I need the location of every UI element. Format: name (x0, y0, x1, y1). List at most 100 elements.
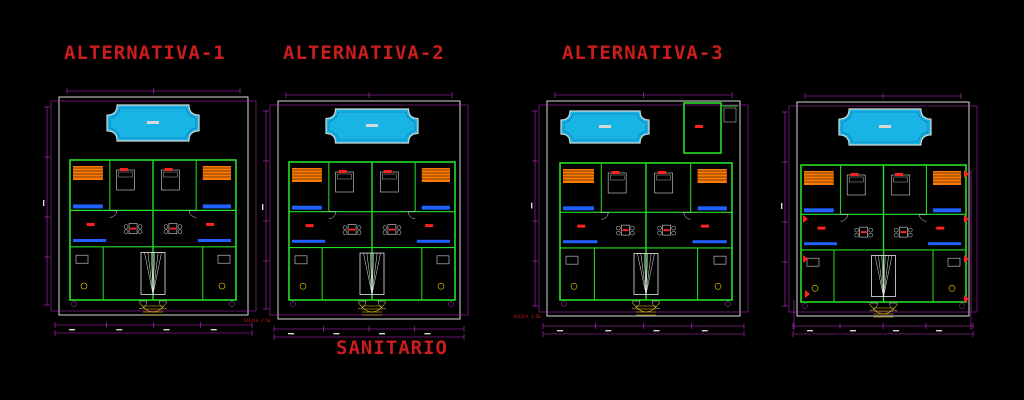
chair (342, 225, 348, 230)
stair-step-line (637, 253, 647, 295)
chair (177, 224, 183, 229)
lamp (80, 282, 88, 290)
plant (959, 303, 965, 309)
plumbing-marker (803, 255, 808, 263)
tile-strip (933, 208, 962, 213)
title-alternativa-1: ALTERNATIVA-1 (64, 42, 226, 64)
dimension-text (210, 329, 217, 331)
tile-strip (692, 240, 727, 244)
bed (116, 169, 135, 191)
tile-strip (292, 205, 322, 210)
room-label-mark (701, 224, 710, 228)
table-mark (169, 227, 176, 230)
door-swing-arc (188, 210, 197, 218)
dining-table (662, 224, 671, 236)
dimension-text (893, 330, 899, 332)
wc (723, 107, 737, 123)
bed (607, 172, 627, 194)
dining-table (387, 224, 397, 235)
dimension-text (333, 333, 340, 335)
entry-arc (357, 301, 387, 313)
door-swing-arc (651, 300, 661, 310)
stair-step-line (147, 252, 154, 295)
plant (725, 301, 731, 307)
dimension-text (424, 333, 431, 335)
stair-step-line (366, 253, 373, 295)
plumbing-marker (964, 215, 969, 223)
pool-inner-line (841, 111, 929, 143)
stair-step-line (144, 252, 154, 295)
bed (161, 169, 180, 191)
chair (123, 229, 129, 234)
tile-strip (73, 204, 103, 209)
hatched-block (421, 168, 451, 182)
stair-step-line (640, 253, 647, 295)
lamp (948, 284, 956, 292)
plumbing-marker (805, 290, 810, 298)
dimension-text (781, 203, 783, 209)
title-alternativa-2: ALTERNATIVA-2 (283, 42, 445, 64)
chair (396, 225, 402, 230)
chair (908, 232, 913, 238)
pillow (337, 173, 352, 180)
door-swing-arc (631, 300, 641, 310)
room-label-mark (164, 168, 173, 171)
chair (630, 230, 635, 236)
door-swing-arc (407, 211, 416, 219)
stair-step-line (363, 253, 373, 295)
table-mark (663, 229, 670, 232)
tile-strip (697, 206, 727, 211)
lamp (811, 284, 819, 292)
plant (561, 301, 567, 307)
chair (137, 224, 143, 229)
sofa (217, 254, 231, 264)
dimension-text (288, 333, 294, 335)
door-swing-arc (869, 302, 878, 312)
dining-table (347, 224, 357, 235)
dimension-text (43, 200, 45, 206)
chair (671, 225, 676, 231)
pool-inner-line (563, 113, 647, 141)
stair-step-line (883, 255, 889, 297)
room-label-mark (895, 173, 904, 176)
dimension-text (936, 330, 942, 332)
chair (854, 232, 859, 238)
scale-note-1: ESCALA 1:50 (244, 318, 271, 323)
room-label-mark (850, 173, 859, 176)
door-swing-arc (158, 300, 168, 310)
lamp (437, 282, 445, 290)
room-label-mark (936, 226, 945, 230)
dimension-frame (788, 105, 978, 313)
plant (802, 303, 808, 309)
chair (137, 229, 143, 234)
chair (671, 230, 676, 236)
table-mark (388, 228, 395, 231)
stair-step-line (883, 255, 893, 297)
plumbing-marker (964, 255, 969, 263)
room-label-mark (338, 170, 347, 173)
room-label-mark (86, 223, 95, 226)
pillow (849, 176, 864, 183)
scale-note-2: ESCALA 1:50 (514, 314, 541, 319)
chair (908, 227, 913, 233)
garage-wall (683, 102, 722, 154)
room-label-mark (611, 171, 620, 174)
hatched-block (933, 171, 962, 185)
stair-step-line (152, 252, 159, 295)
chair (868, 232, 873, 238)
room-label-mark (425, 224, 434, 228)
sofa (436, 255, 450, 265)
plumbing-marker (964, 170, 969, 178)
pool-label-mark (879, 125, 891, 128)
title-sanitario: SANITARIO (336, 337, 448, 359)
pool-inner-line (109, 107, 197, 139)
sofa (806, 257, 820, 267)
site-boundary (796, 101, 970, 317)
tile-strip (421, 205, 451, 210)
bed (891, 174, 911, 196)
stair-step-line (878, 255, 884, 297)
stair-step-line (645, 253, 652, 295)
pool-label-mark (366, 124, 378, 127)
plant (290, 301, 296, 307)
